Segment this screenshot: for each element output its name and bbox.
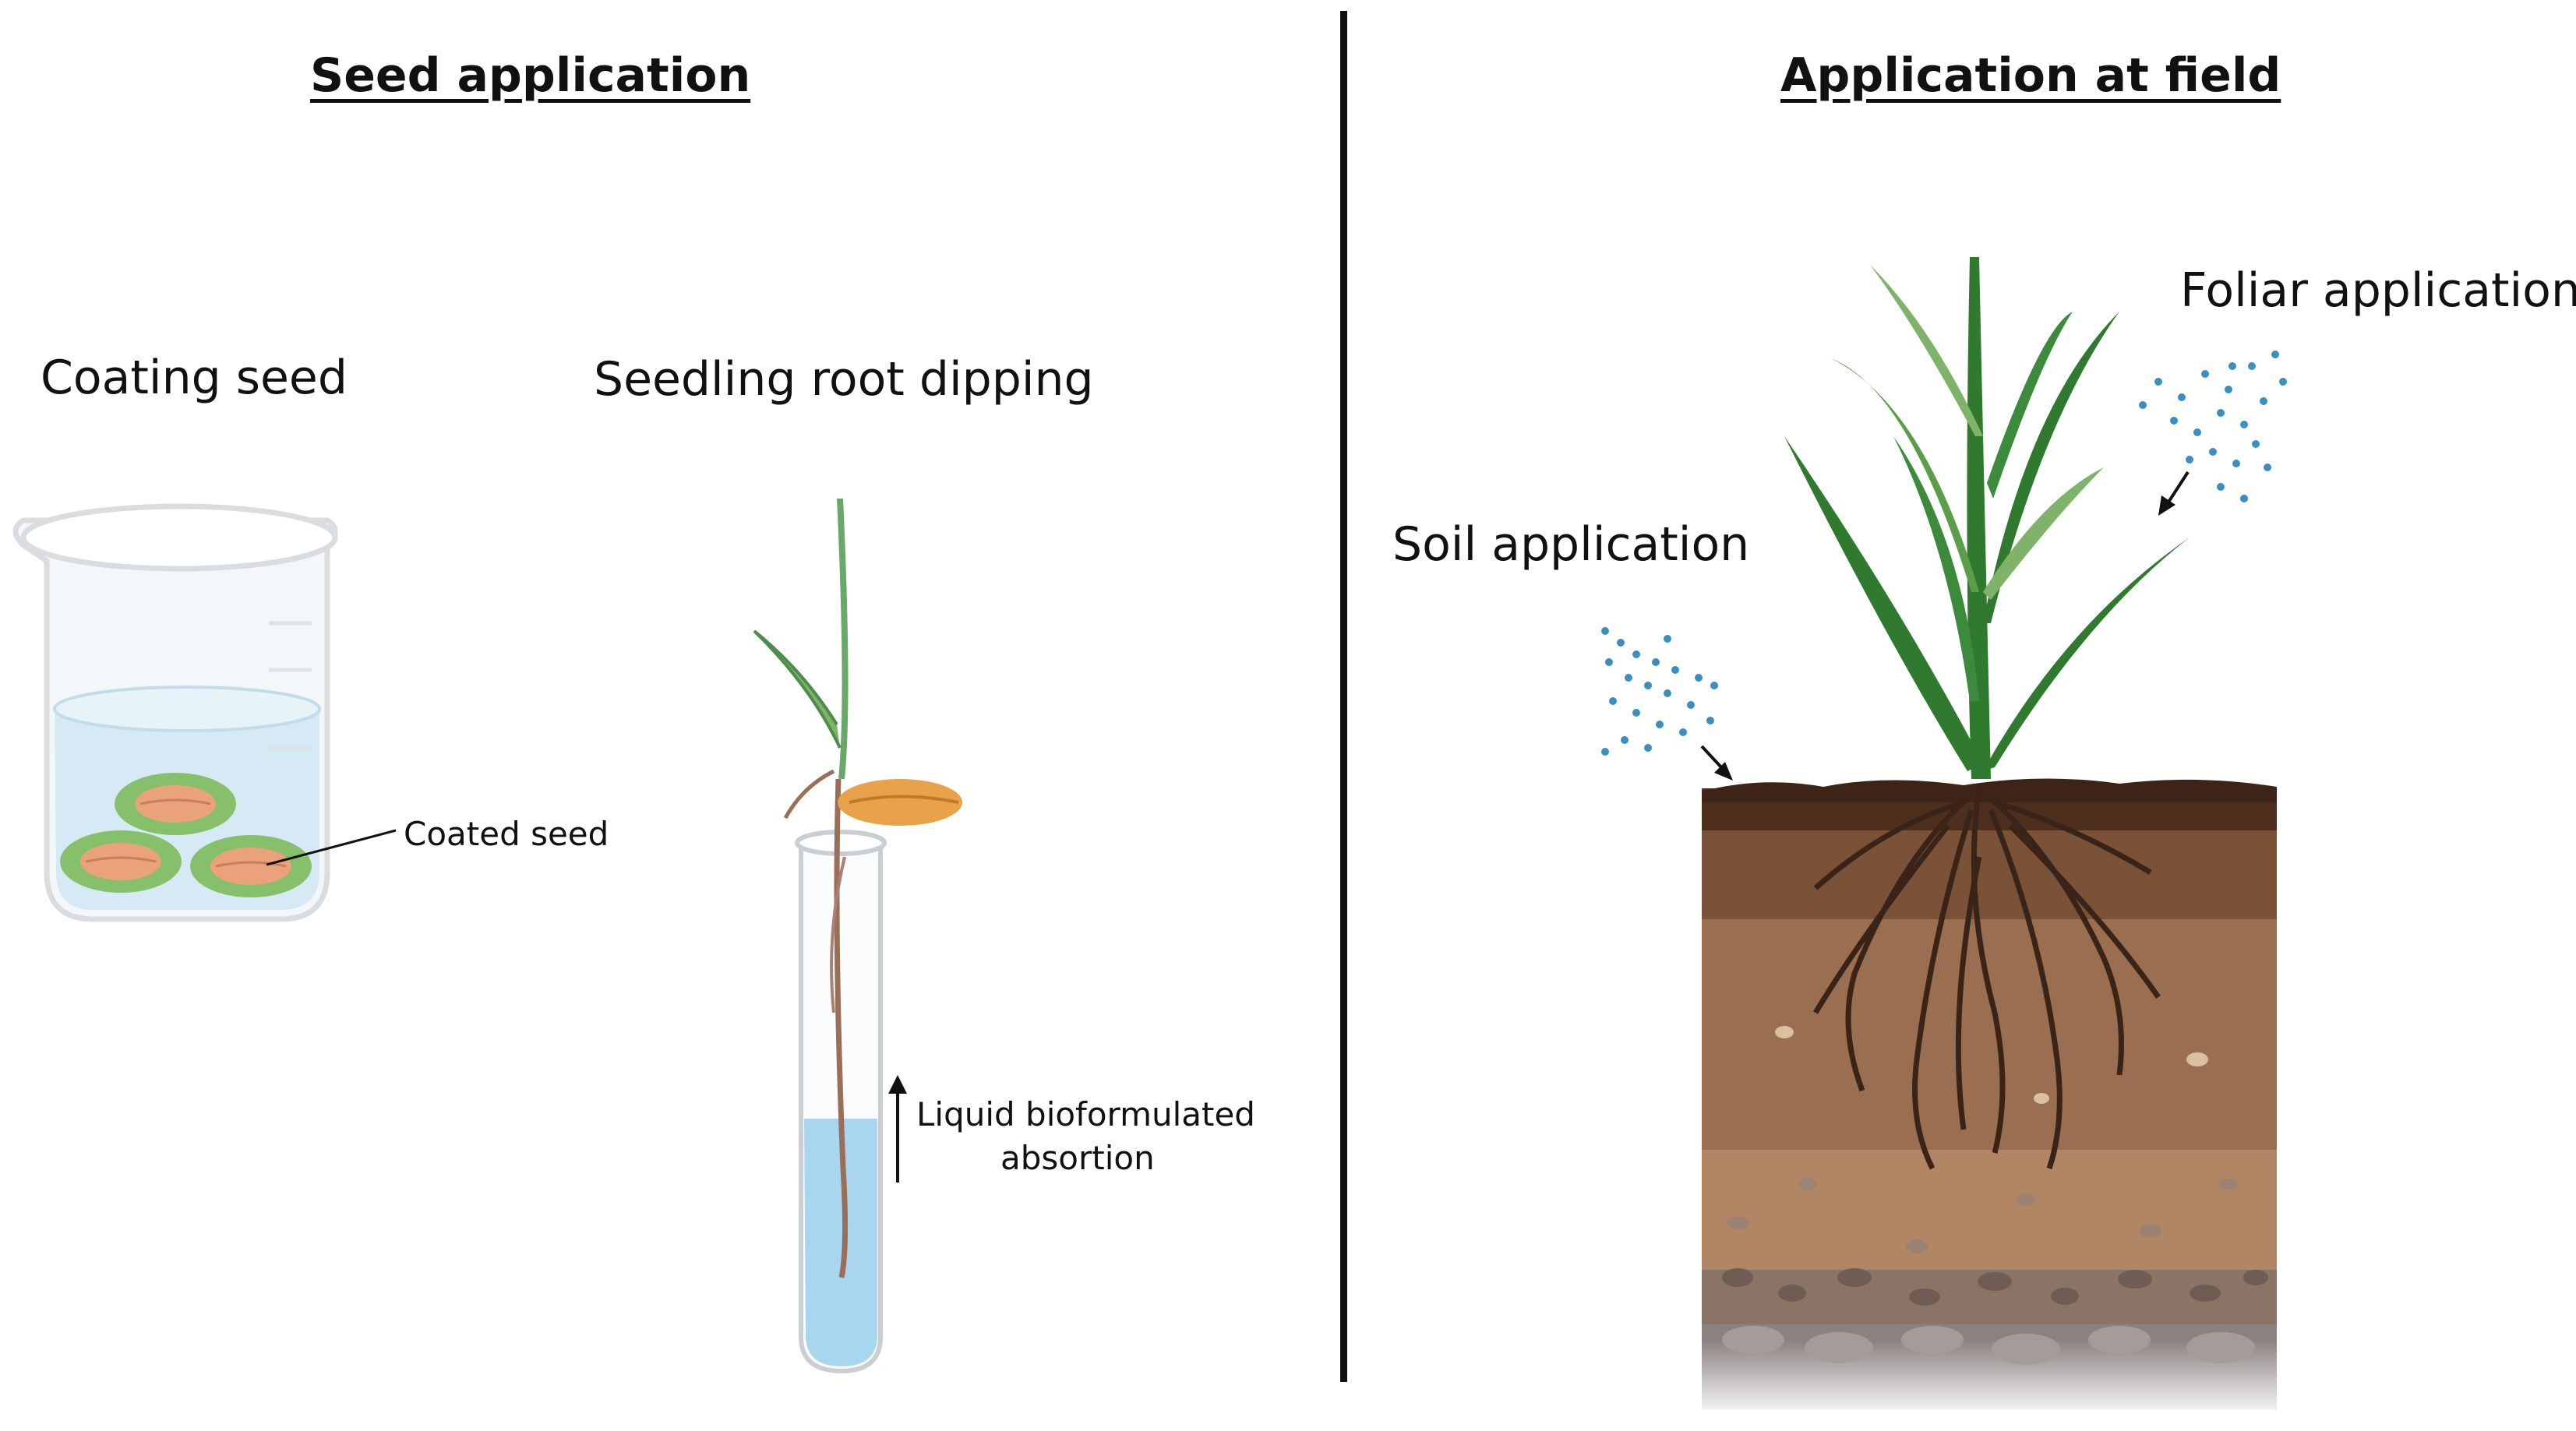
foliar-application-label: Foliar application [2180,263,2576,318]
absorption-callout-line1: Liquid bioformulated [916,1095,1255,1133]
absorption-arrow [888,1075,907,1183]
soil-arrow [1700,745,1733,781]
coated-seed-pointer [266,829,397,866]
soil-droplets [1601,627,1718,756]
seedling-illustration [753,498,962,1278]
foliar-droplets [2139,351,2287,502]
soil-application-label: Soil application [1392,517,1750,572]
coating-seed-label: Coating seed [41,351,348,405]
coated-seed-callout: Coated seed [404,815,609,853]
wheat-plant [1784,257,2190,779]
field-application-title: Application at field [1780,48,2281,103]
coated-seed [190,835,312,897]
soil-profile-illustration [1702,778,2277,1418]
root-dipping-label: Seedling root dipping [594,352,1094,407]
coated-seed [60,830,182,893]
plant-roots [1812,786,2161,1170]
coated-seed [115,773,236,835]
seed-application-title: Seed application [310,48,751,103]
panel-divider [1340,11,1347,1382]
absorption-callout-line2: absortion [1000,1139,1155,1177]
foliar-arrow [2158,471,2190,516]
